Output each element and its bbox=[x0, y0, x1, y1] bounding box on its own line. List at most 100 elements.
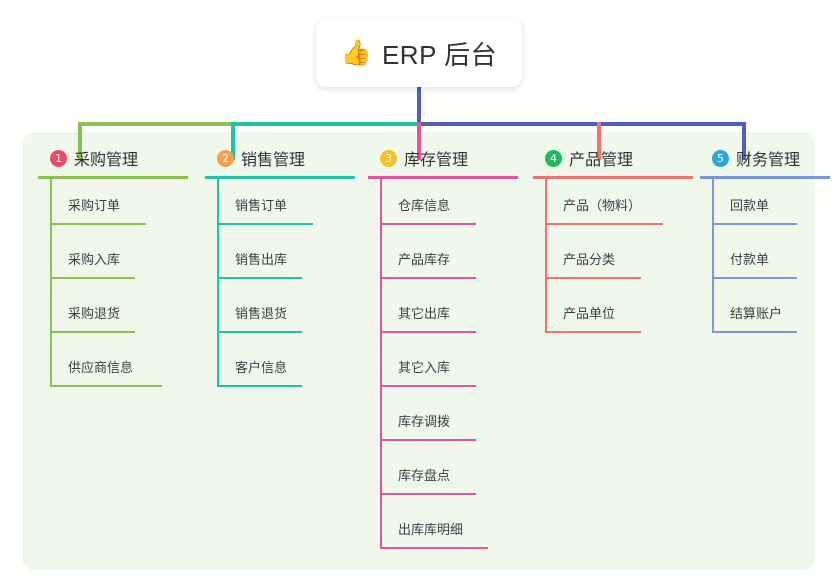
branch-item-list: 仓库信息产品库存其它出库其它入库库存调拨库存盘点出库库明细 bbox=[368, 179, 518, 557]
connector-drop-2 bbox=[231, 122, 235, 160]
branch-item-label: 库存调拨 bbox=[398, 414, 451, 429]
branch-number-badge: 3 bbox=[380, 149, 397, 167]
branch-item-rule bbox=[380, 277, 476, 279]
branch-item[interactable]: 库存盘点 bbox=[368, 449, 518, 503]
branch-item-rule bbox=[50, 223, 146, 225]
branch-item-rule bbox=[380, 439, 476, 441]
connector-drop-1 bbox=[78, 122, 82, 160]
branch-item-rule bbox=[380, 385, 476, 387]
connector-drop-4 bbox=[597, 122, 601, 160]
branch-item-rule bbox=[380, 223, 476, 225]
branch-title: 库存管理 bbox=[404, 152, 469, 169]
branch-number-badge: 1 bbox=[50, 149, 67, 167]
branch-item-rule bbox=[545, 223, 663, 225]
branch-item-label: 采购订单 bbox=[68, 198, 121, 213]
branch-trunk-line bbox=[545, 179, 547, 333]
branch-item[interactable]: 产品库存 bbox=[368, 233, 518, 287]
branch-item-rule bbox=[50, 277, 135, 279]
root-stem-connector bbox=[417, 86, 421, 124]
branch-item-rule bbox=[50, 331, 135, 333]
branch-item[interactable]: 销售订单 bbox=[205, 179, 355, 233]
branch-item-label: 采购入库 bbox=[68, 252, 121, 267]
branch-item-rule bbox=[712, 277, 797, 279]
branch-item[interactable]: 仓库信息 bbox=[368, 179, 518, 233]
branch-item-label: 付款单 bbox=[730, 252, 770, 267]
branch-column-5: 5 财务管理回款单付款单结算账户 bbox=[700, 146, 830, 341]
branch-trunk-line bbox=[380, 179, 382, 549]
branch-item-label: 产品分类 bbox=[563, 252, 616, 267]
branch-column-3: 3 库存管理仓库信息产品库存其它出库其它入库库存调拨库存盘点出库库明细 bbox=[368, 146, 518, 557]
branch-item-label: 结算账户 bbox=[730, 306, 783, 321]
branch-column-1: 1 采购管理采购订单采购入库采购退货供应商信息 bbox=[38, 146, 188, 395]
branch-header-3[interactable]: 3 库存管理 bbox=[368, 146, 518, 170]
branch-item-rule bbox=[712, 331, 797, 333]
branch-item-list: 产品（物料） 产品分类产品单位 bbox=[533, 179, 693, 341]
branch-item-rule bbox=[380, 493, 476, 495]
branch-item-rule bbox=[545, 331, 641, 333]
branch-item-rule bbox=[217, 223, 313, 225]
branch-item[interactable]: 产品分类 bbox=[533, 233, 693, 287]
branch-header-2[interactable]: 2 销售管理 bbox=[205, 146, 355, 170]
branch-header-5[interactable]: 5 财务管理 bbox=[700, 146, 830, 170]
branch-number-badge: 5 bbox=[712, 149, 729, 167]
branch-header-rule bbox=[533, 176, 693, 179]
branch-item[interactable]: 供应商信息 bbox=[38, 341, 188, 395]
branch-item-rule bbox=[50, 385, 162, 387]
branch-item-label: 仓库信息 bbox=[398, 198, 451, 213]
connector-horizontal-2 bbox=[233, 122, 419, 126]
branch-item-rule bbox=[545, 277, 641, 279]
branch-item[interactable]: 采购退货 bbox=[38, 287, 188, 341]
branch-title: 财务管理 bbox=[736, 152, 801, 169]
connector-horizontal-3 bbox=[419, 122, 744, 126]
branch-item[interactable]: 销售退货 bbox=[205, 287, 355, 341]
connector-drop-3 bbox=[417, 122, 421, 160]
branch-item-label: 回款单 bbox=[730, 198, 770, 213]
branch-item-list: 采购订单采购入库采购退货供应商信息 bbox=[38, 179, 188, 395]
branch-item[interactable]: 其它入库 bbox=[368, 341, 518, 395]
branch-item-label: 出库库明细 bbox=[398, 522, 464, 537]
branch-item[interactable]: 采购入库 bbox=[38, 233, 188, 287]
branch-title: 销售管理 bbox=[241, 152, 306, 169]
branch-item[interactable]: 库存调拨 bbox=[368, 395, 518, 449]
branch-header-rule bbox=[38, 176, 188, 179]
branch-item[interactable]: 结算账户 bbox=[700, 287, 830, 341]
branch-item[interactable]: 付款单 bbox=[700, 233, 830, 287]
thumbs-up-icon: 👍 bbox=[340, 38, 372, 67]
connector-drop-5 bbox=[742, 122, 746, 160]
root-node-erp-backend[interactable]: 👍 ERP 后台 bbox=[316, 19, 522, 87]
branch-item-label: 其它出库 bbox=[398, 306, 451, 321]
branch-item[interactable]: 销售出库 bbox=[205, 233, 355, 287]
branch-item-label: 其它入库 bbox=[398, 360, 451, 375]
branch-item[interactable]: 产品单位 bbox=[533, 287, 693, 341]
branch-header-rule bbox=[700, 176, 830, 179]
branch-item-label: 采购退货 bbox=[68, 306, 121, 321]
branch-item[interactable]: 出库库明细 bbox=[368, 503, 518, 557]
branch-trunk-line bbox=[217, 179, 219, 387]
branch-item-label: 产品（物料） bbox=[563, 198, 642, 213]
branch-item-list: 回款单付款单结算账户 bbox=[700, 179, 830, 341]
branch-trunk-line bbox=[50, 179, 52, 387]
branch-item-list: 销售订单销售出库销售退货客户信息 bbox=[205, 179, 355, 395]
branch-column-2: 2 销售管理销售订单销售出库销售退货客户信息 bbox=[205, 146, 355, 395]
branch-item[interactable]: 采购订单 bbox=[38, 179, 188, 233]
branch-item-rule bbox=[712, 223, 797, 225]
branch-item-label: 销售订单 bbox=[235, 198, 288, 213]
branch-trunk-line bbox=[712, 179, 714, 333]
branch-item[interactable]: 其它出库 bbox=[368, 287, 518, 341]
branch-title: 采购管理 bbox=[74, 152, 139, 169]
branch-item-rule bbox=[217, 331, 302, 333]
branch-header-1[interactable]: 1 采购管理 bbox=[38, 146, 188, 170]
branch-item[interactable]: 回款单 bbox=[700, 179, 830, 233]
branch-header-rule bbox=[205, 176, 355, 179]
branch-title: 产品管理 bbox=[569, 152, 634, 169]
branch-item[interactable]: 产品（物料） bbox=[533, 179, 693, 233]
branch-item[interactable]: 客户信息 bbox=[205, 341, 355, 395]
branch-item-label: 供应商信息 bbox=[68, 360, 134, 375]
branch-item-rule bbox=[380, 547, 488, 549]
diagram-background-panel bbox=[22, 132, 815, 570]
branch-item-label: 客户信息 bbox=[235, 360, 288, 375]
branch-item-rule bbox=[217, 385, 302, 387]
branch-number-badge: 2 bbox=[217, 149, 234, 167]
